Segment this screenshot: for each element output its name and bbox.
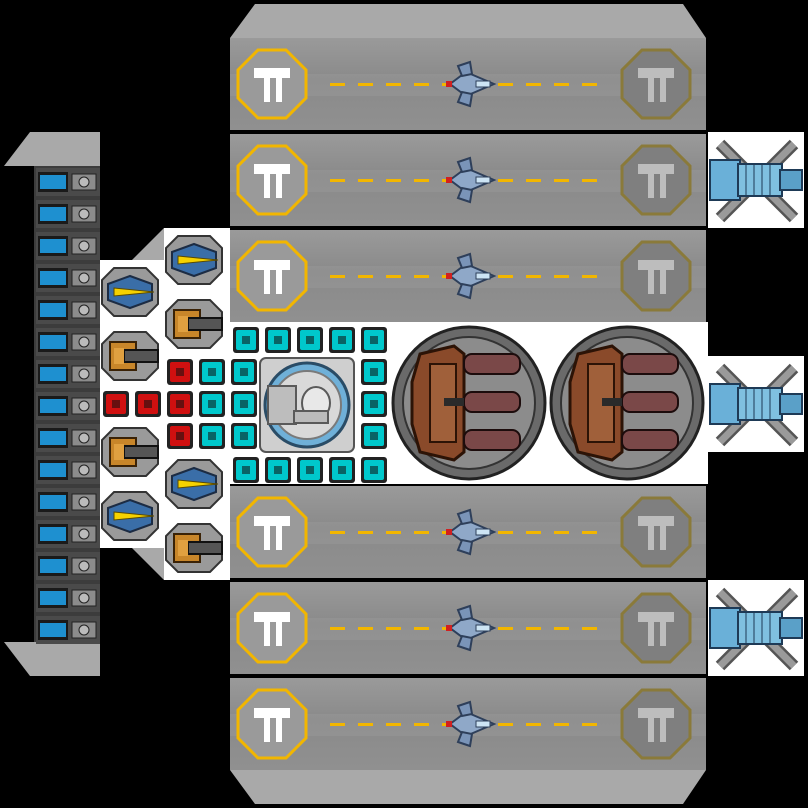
reactor-cell[interactable] [166, 422, 194, 450]
shield-cell[interactable] [230, 358, 258, 386]
battery-cell[interactable] [36, 584, 100, 612]
battery-cell[interactable] [36, 360, 100, 388]
fighter-ship-icon[interactable] [436, 506, 500, 558]
laser-turret-icon[interactable] [164, 454, 224, 514]
laser-turret-icon[interactable] [100, 262, 160, 322]
hangar-bay[interactable] [230, 486, 706, 578]
battery-cell[interactable] [36, 296, 100, 324]
cannon-turret-icon[interactable] [164, 518, 224, 578]
hangar-bay[interactable] [230, 134, 706, 226]
thruster-engine-icon[interactable] [708, 356, 804, 452]
thruster-engine-icon[interactable] [708, 132, 804, 228]
landing-pad-icon[interactable] [236, 688, 308, 760]
battery-cell[interactable] [36, 456, 100, 484]
hangar-bay[interactable] [230, 678, 706, 770]
hangar-bay[interactable] [230, 230, 706, 322]
battery-cell[interactable] [36, 488, 100, 516]
fighter-ship-icon[interactable] [436, 58, 500, 110]
triple-cannon-turret[interactable] [548, 324, 706, 482]
landing-pad-icon[interactable] [620, 240, 692, 312]
thruster-engine-icon[interactable] [708, 580, 804, 676]
laser-turret-icon[interactable] [100, 486, 160, 546]
bridge-module[interactable] [258, 356, 356, 454]
shield-cell[interactable] [232, 456, 260, 484]
battery-cell[interactable] [36, 232, 100, 260]
reactor-cell[interactable] [166, 390, 194, 418]
shield-cell[interactable] [230, 422, 258, 450]
battery-cell[interactable] [36, 264, 100, 292]
landing-pad-icon[interactable] [620, 48, 692, 120]
cannon-turret-icon[interactable] [100, 326, 160, 386]
shield-cell[interactable] [296, 456, 324, 484]
reactor-cell[interactable] [134, 390, 162, 418]
reactor-cell[interactable] [102, 390, 130, 418]
landing-pad-icon[interactable] [620, 688, 692, 760]
shield-cell[interactable] [264, 456, 292, 484]
shield-cell[interactable] [360, 390, 388, 418]
landing-pad-icon[interactable] [236, 144, 308, 216]
battery-cell[interactable] [36, 200, 100, 228]
cannon-turret-icon[interactable] [164, 294, 224, 354]
battery-cell[interactable] [36, 424, 100, 452]
shield-cell[interactable] [198, 358, 226, 386]
triple-cannon-turret[interactable] [390, 324, 548, 482]
landing-pad-icon[interactable] [236, 48, 308, 120]
landing-pad-icon[interactable] [236, 496, 308, 568]
landing-pad-icon[interactable] [620, 144, 692, 216]
shield-cell[interactable] [198, 422, 226, 450]
battery-cell[interactable] [36, 552, 100, 580]
reactor-cell[interactable] [166, 358, 194, 386]
battery-cell[interactable] [36, 392, 100, 420]
laser-turret-icon[interactable] [164, 230, 224, 290]
hangar-bay[interactable] [230, 38, 706, 130]
cannon-turret-icon[interactable] [100, 422, 160, 482]
shield-cell[interactable] [328, 326, 356, 354]
landing-pad-icon[interactable] [236, 240, 308, 312]
landing-pad-icon[interactable] [620, 592, 692, 664]
shield-cell[interactable] [360, 326, 388, 354]
hangar-bay[interactable] [230, 582, 706, 674]
battery-cell[interactable] [36, 328, 100, 356]
fighter-ship-icon[interactable] [436, 154, 500, 206]
battery-cell[interactable] [36, 520, 100, 548]
shield-cell[interactable] [360, 456, 388, 484]
shield-cell[interactable] [328, 456, 356, 484]
shield-cell[interactable] [296, 326, 324, 354]
landing-pad-icon[interactable] [620, 496, 692, 568]
fighter-ship-icon[interactable] [436, 602, 500, 654]
landing-pad-icon[interactable] [236, 592, 308, 664]
fighter-ship-icon[interactable] [436, 698, 500, 750]
shield-cell[interactable] [230, 390, 258, 418]
shield-cell[interactable] [360, 358, 388, 386]
shield-cell[interactable] [264, 326, 292, 354]
fighter-ship-icon[interactable] [436, 250, 500, 302]
shield-cell[interactable] [360, 422, 388, 450]
shield-cell[interactable] [198, 390, 226, 418]
battery-cell[interactable] [36, 616, 100, 644]
shield-cell[interactable] [232, 326, 260, 354]
battery-cell[interactable] [36, 168, 100, 196]
